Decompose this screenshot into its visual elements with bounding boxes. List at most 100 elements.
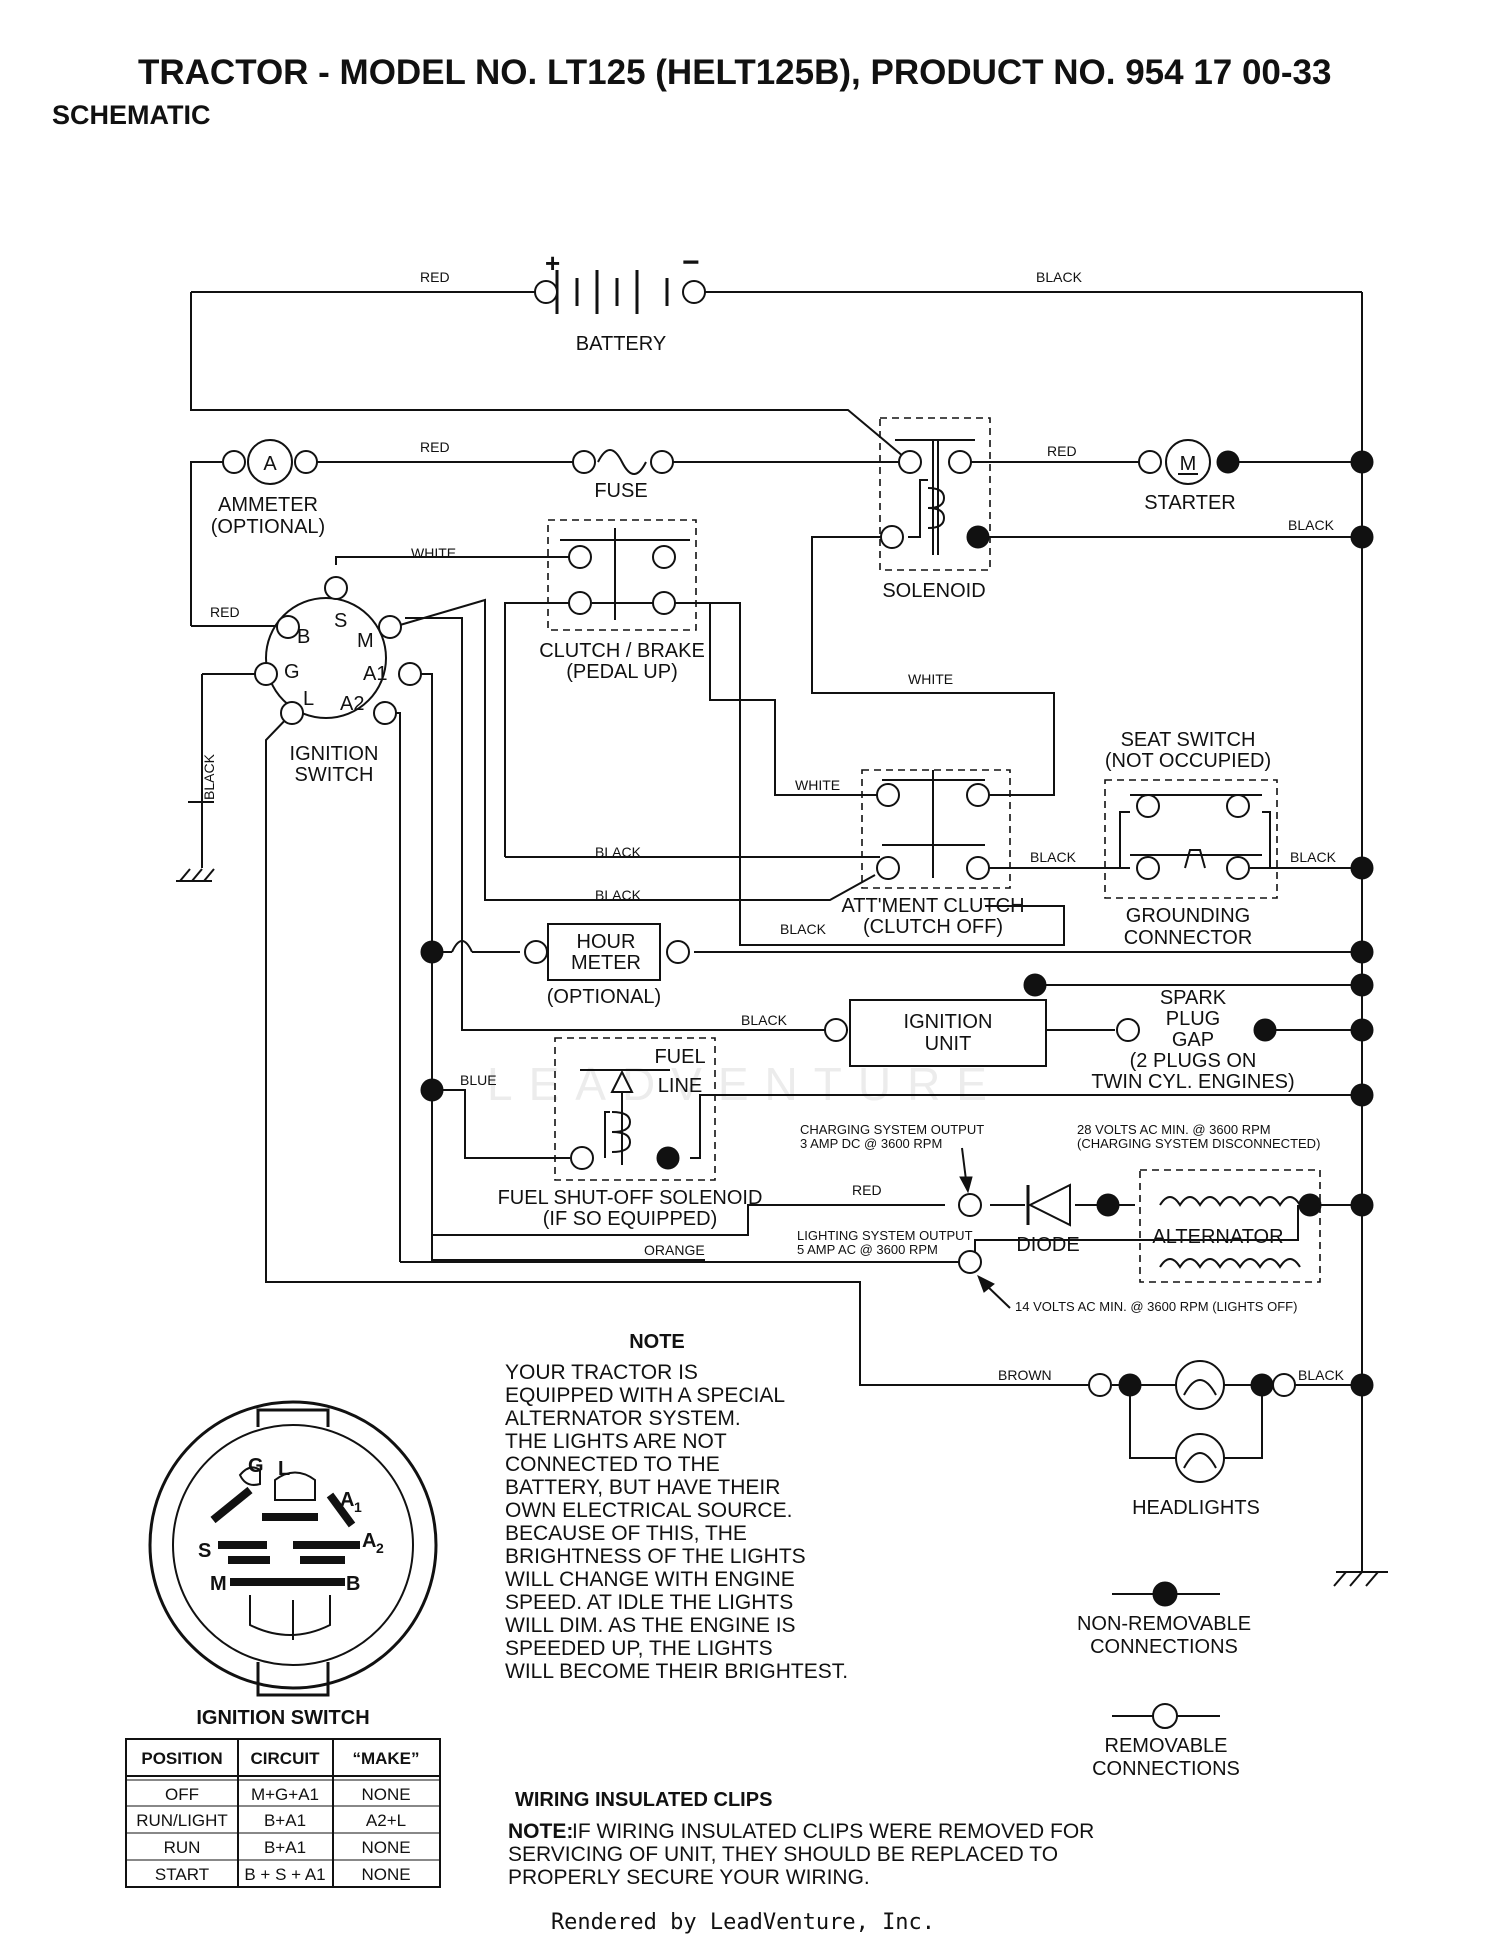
wire-label-red-charging: RED [852,1182,882,1198]
clutch-brake-state: (PEDAL UP) [566,661,678,683]
clutch-brake-label: CLUTCH / BRAKE [539,640,705,662]
table-header-make: “MAKE” [352,1749,419,1768]
solenoid-box [879,417,991,571]
svg-text:START: START [155,1865,209,1884]
battery-positive: + [545,248,560,278]
switch-face-s: S [198,1540,211,1562]
alternator-coil-top [1159,1196,1301,1207]
terminal-s: S [334,610,347,632]
switch-face-m: M [210,1573,227,1595]
ignition-table-grid [125,1738,441,1888]
starter-symbol [1165,439,1211,485]
fuel-solenoid-symbol [580,1069,670,1165]
wire-label-red-fuse: RED [420,439,450,455]
ignition-unit-label-2: UNIT [925,1033,972,1055]
svg-text:BRIGHTNESS OF THE LIGHTS: BRIGHTNESS OF THE LIGHTS [505,1545,806,1568]
seat-switch-box [1104,779,1278,899]
wire-label-blue: BLUE [460,1072,497,1088]
solenoid-label: SOLENOID [882,580,985,602]
wire-label-black-attment: BLACK [780,921,827,937]
svg-text:NONE: NONE [361,1865,410,1884]
wire-label-brown: BROWN [998,1367,1052,1383]
switch-face-a2-sub: 2 [376,1540,384,1556]
clips-note-label: NOTE: [508,1820,573,1843]
svg-text:OFF: OFF [165,1785,199,1804]
terminal-a2: A2 [340,693,364,715]
clips-heading: WIRING INSULATED CLIPS [515,1789,772,1811]
ignition-unit-box [849,999,1047,1067]
clips-note-line-1: IF WIRING INSULATED CLIPS WERE REMOVED F… [572,1820,1094,1843]
clips-note-line-2: SERVICING OF UNIT, THEY SHOULD BE REPLAC… [508,1843,1058,1866]
removable-connections [222,280,1296,1397]
ignition-switch-label-2: SWITCH [295,764,374,786]
wire-label-black-headlight: BLACK [1298,1367,1345,1383]
spark-plug-gap: GAP [1172,1029,1214,1051]
alternator-coil-bottom [1159,1258,1301,1269]
alternator-label: ALTERNATOR [1152,1226,1283,1248]
svg-text:ALTERNATOR SYSTEM.: ALTERNATOR SYSTEM. [505,1407,741,1430]
grounding-connector-label: GROUNDING [1126,905,1250,927]
wire-label-red-b: RED [210,604,240,620]
svg-text:OWN ELECTRICAL SOURCE.: OWN ELECTRICAL SOURCE. [505,1499,792,1522]
fuel-line-label-2: LINE [658,1075,702,1097]
headlight-lower [1175,1433,1225,1483]
wire-label-black-battery: BLACK [1036,269,1083,285]
ammeter-optional: (OPTIONAL) [211,516,325,538]
svg-text:YOUR TRACTOR IS: YOUR TRACTOR IS [505,1361,698,1384]
wire-label-orange: ORANGE [644,1242,705,1258]
switch-face-a1-sub: 1 [354,1499,362,1515]
clutch-brake-switch-box [547,519,697,631]
table-row: RUN/LIGHT B+A1 A2+L [136,1811,406,1830]
svg-text:M+G+A1: M+G+A1 [251,1785,319,1804]
ammeter-symbol [247,439,293,485]
terminal-b: B [297,626,310,648]
spark-plug-label: SPARK [1160,987,1227,1009]
legend-non-removable-label-2: CONNECTIONS [1090,1636,1238,1658]
switch-face-l: L [278,1458,290,1480]
table-row: START B + S + A1 NONE [155,1865,411,1884]
svg-text:WILL DIM. AS THE ENGINE IS: WILL DIM. AS THE ENGINE IS [505,1614,796,1637]
diode-symbol [1026,1183,1071,1227]
spark-plug-note-2: TWIN CYL. ENGINES) [1091,1071,1294,1093]
charging-output-label: CHARGING SYSTEM OUTPUT [800,1122,984,1137]
hour-meter-box [547,923,661,981]
terminal-m: M [357,630,374,652]
wire-label-white-clutch: WHITE [795,777,840,793]
fuel-solenoid-label: FUEL SHUT-OFF SOLENOID [498,1187,763,1209]
lighting-output-value: 5 AMP AC @ 3600 RPM [797,1242,938,1257]
page-title: TRACTOR - MODEL NO. LT125 (HELT125B), PR… [138,53,1332,92]
ignition-switch-face [148,1400,438,1697]
wire-label-white-solenoid: WHITE [908,671,953,687]
svg-text:B+A1: B+A1 [264,1811,306,1830]
fuse-label: FUSE [594,480,647,502]
spark-plug-label-2: PLUG [1166,1008,1220,1030]
battery-label: BATTERY [576,333,666,355]
wire-label-black-seat: BLACK [1030,849,1077,865]
switch-face-a1: A [340,1489,354,1511]
svg-text:WILL BECOME THEIR BRIGHTEST.: WILL BECOME THEIR BRIGHTEST. [505,1660,848,1683]
spark-plug-note: (2 PLUGS ON [1130,1050,1257,1072]
attachment-clutch-box [861,769,1011,889]
note-heading: NOTE [629,1331,685,1353]
wire-label-black-clutch: BLACK [595,844,642,860]
wire-label-black-ground: BLACK [1290,849,1337,865]
headlight-upper [1175,1360,1225,1410]
lighting-output-label: LIGHTING SYSTEM OUTPUT [797,1228,973,1243]
svg-text:NONE: NONE [361,1785,410,1804]
svg-text:RUN: RUN [164,1838,201,1857]
clips-note-line-3: PROPERLY SECURE YOUR WIRING. [508,1866,870,1889]
hour-meter-label-2: METER [571,952,641,974]
terminal-a1: A1 [363,663,387,685]
alternator-box [1139,1169,1321,1283]
fuel-line-label: FUEL [654,1046,705,1068]
ammeter-letter: A [263,453,277,475]
wire-red-battery [190,292,911,463]
ammeter-label: AMMETER [218,494,318,516]
fuse-symbol [597,449,647,475]
wire-label-black-g: BLACK [201,753,217,800]
svg-text:B+A1: B+A1 [264,1838,306,1857]
legend-non-removable-label: NON-REMOVABLE [1077,1613,1251,1635]
starter-label: STARTER [1144,492,1236,514]
table-row: OFF M+G+A1 NONE [165,1785,411,1804]
